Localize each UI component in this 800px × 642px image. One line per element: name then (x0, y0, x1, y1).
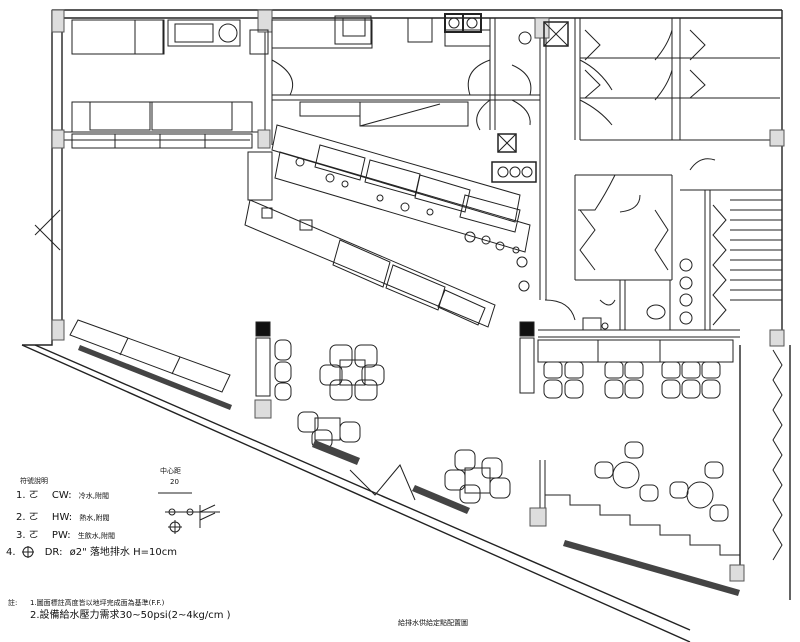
legend-symbols (22, 492, 220, 558)
legend-item-cw: 1. ㄛ CW: 冷水,附閥 (16, 490, 109, 502)
valve-symbol-icon: ㄛ (28, 530, 39, 541)
legend-item-pw: 3. ㄛ PW: 生飲水,附閥 (16, 530, 115, 542)
legend-desc: 冷水,附閥 (78, 492, 109, 500)
notes-prefix: 註: (8, 599, 18, 607)
washroom-fixtures (579, 29, 783, 561)
columns (51, 9, 785, 582)
legend-item-hw: 2. ㄛ HW: 熱水,附閥 (16, 512, 110, 524)
valve-symbol-icon: ㄛ (28, 512, 39, 523)
legend-num: 1. (16, 490, 26, 501)
center-distance-value: 20 (170, 478, 179, 486)
legend-desc: 生飲水,附閥 (77, 532, 116, 540)
outer-walls (21, 9, 791, 642)
dining-furniture (69, 319, 740, 596)
interior-walls (62, 18, 782, 520)
legend-code: HW: (51, 512, 73, 523)
legend-heading: 符號說明 (20, 477, 48, 485)
valve-symbol-icon: ㄛ (28, 490, 39, 501)
legend-code: PW: (51, 530, 71, 541)
legend-num: 4. (6, 547, 16, 558)
diagonal-island (244, 124, 531, 328)
center-distance-label: 中心距 (160, 467, 181, 475)
legend-num: 3. (16, 530, 26, 541)
legend-num: 2. (16, 512, 26, 523)
legend-desc: ø2" 落地排水 H=10cm (69, 547, 177, 558)
note-line-2: 2.設備給水壓力需求30~50psi(2~4kg/cm ) (30, 610, 231, 621)
legend-desc: 熱水,附閥 (79, 514, 110, 522)
kitchen-equipment (71, 13, 569, 201)
drawing-title: 給排水供給定點配置圖 (398, 619, 468, 627)
note-line-1: 1.圖面標註高度皆以地坪完成面為基準(F.F.) (30, 599, 165, 607)
legend-code: DR: (44, 547, 63, 558)
legend-code: CW: (51, 490, 72, 501)
legend-item-dr: 4. DR: ø2" 落地排水 H=10cm (6, 547, 177, 559)
doors (34, 29, 716, 501)
